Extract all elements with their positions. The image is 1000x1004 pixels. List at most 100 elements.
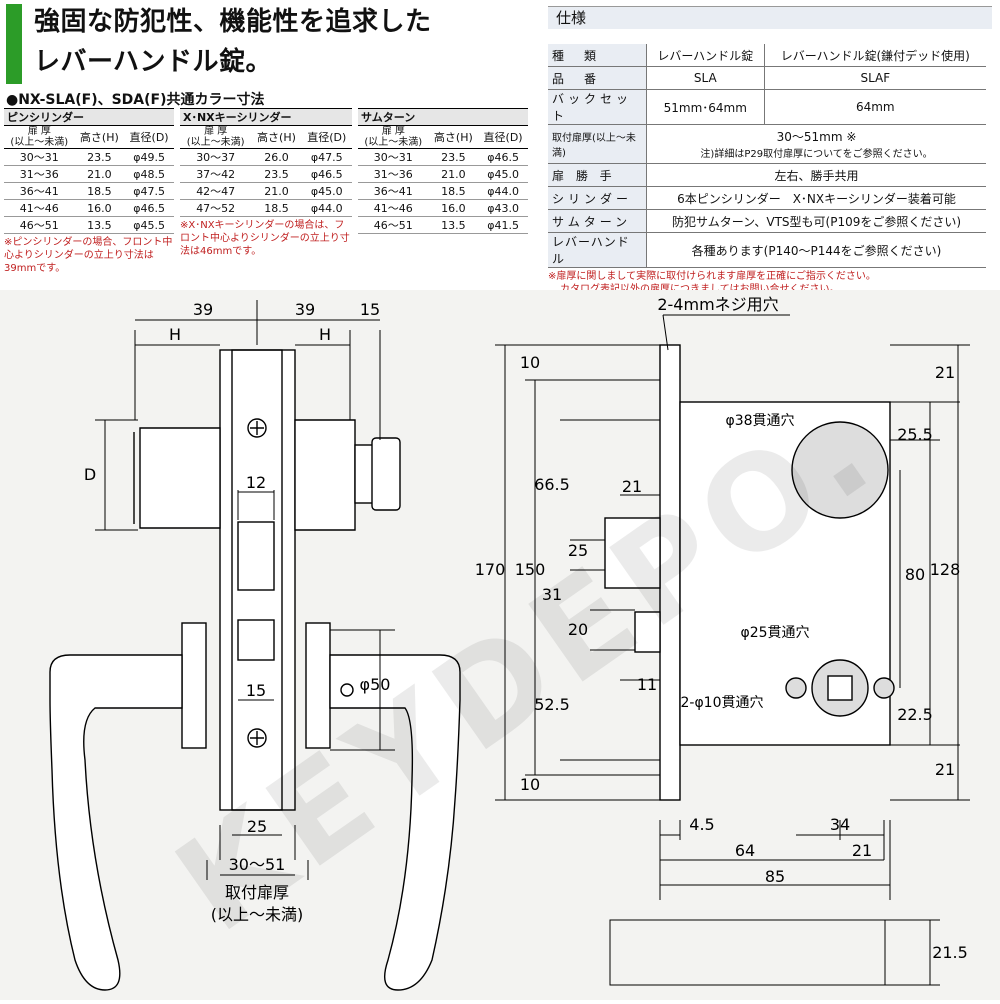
v-dim-170: 170 <box>475 560 506 579</box>
deadbolt-side <box>604 517 661 589</box>
cell: φ44.0 <box>478 182 528 200</box>
h-dim-21b: 21 <box>852 841 872 860</box>
cell: 13.5 <box>74 216 125 234</box>
dim-H-left: H <box>169 325 181 344</box>
v-dim-20: 20 <box>568 620 588 639</box>
cell: 18.5 <box>251 199 302 217</box>
col-diameter: 直径(D) <box>124 125 174 149</box>
dim-15-top: 15 <box>360 300 380 319</box>
header-accent-bar <box>6 4 22 84</box>
v-dim-25: 25 <box>568 541 588 560</box>
cell: 36～41 <box>358 182 429 200</box>
cell: φ48.5 <box>124 165 174 183</box>
pin-cylinder-note: ※ピンシリンダーの場合、フロント中心よりシリンダーの立上り寸法は39mmです。 <box>4 237 173 274</box>
title-line-1: 強固な防犯性、機能性を追求した <box>34 7 432 37</box>
cell: 26.0 <box>251 148 302 166</box>
spec-value: 51mm･64mm <box>646 89 765 125</box>
hole-10-label: 2-φ10貫通穴 <box>680 695 763 711</box>
cell: 21.0 <box>428 165 479 183</box>
cell: φ49.5 <box>124 148 174 166</box>
spec-row: 扉 勝 手左右、勝手共用 <box>548 163 986 187</box>
deadbolt <box>237 521 275 591</box>
cell: 16.0 <box>428 199 479 217</box>
spec-value: レバーハンドル錠 <box>646 44 765 67</box>
spec-value: SLA <box>646 66 765 90</box>
cell: φ47.5 <box>301 148 352 166</box>
spec-title: 仕様 <box>548 6 992 29</box>
col-height: 高さ(H) <box>428 125 479 149</box>
col-door-thickness: 扉 厚 (以上～未満) <box>180 125 252 149</box>
h-dim-21: 21 <box>622 477 642 496</box>
h-dim-34: 34 <box>830 815 850 834</box>
spec-value: 64mm <box>764 89 986 125</box>
v-dim-10-top: 10 <box>520 353 540 372</box>
cell: 30～31 <box>4 148 75 166</box>
r-dim-22-5: 22.5 <box>897 705 933 724</box>
lock-case <box>231 349 283 811</box>
cell: φ43.0 <box>478 199 528 217</box>
cell: φ44.0 <box>301 199 352 217</box>
spec-key: 扉 勝 手 <box>548 163 647 187</box>
cell: 46～51 <box>4 216 75 234</box>
dim-D: D <box>84 465 96 484</box>
spec-key: バックセット <box>548 89 647 125</box>
spec-key: 取付扉厚(以上～未満) <box>548 124 647 164</box>
r-dim-128: 128 <box>930 560 961 579</box>
h-dim-85: 85 <box>765 867 785 886</box>
cell: 41～46 <box>4 199 75 217</box>
cylinder-body <box>139 427 221 529</box>
col-diameter: 直径(D) <box>478 125 528 149</box>
thumbturn-caption: サムターン <box>358 108 528 126</box>
spec-value: SLAF <box>764 66 986 90</box>
cell: φ45.0 <box>478 165 528 183</box>
screw-icon <box>247 418 267 438</box>
xnx-cylinder-note: ※X･NXキーシリンダーの場合は、フロント中心よりシリンダーの立上り寸法は46m… <box>180 220 350 257</box>
latch-side <box>634 611 661 653</box>
spec-value: 左右、勝手共用 <box>646 163 986 187</box>
spec-row: 取付扉厚(以上～未満)30～51mm ※注)詳細はP29取付扉厚についてをご参照… <box>548 124 986 164</box>
cell: φ45.0 <box>301 182 352 200</box>
spec-value: 防犯サムターン、VTS型も可(P109をご参照ください) <box>646 209 986 233</box>
drawing-svg: 39 39 15 H H D 12 15 25 φ50 30～51 取付扉厚 (… <box>49 295 970 991</box>
screw-icon <box>247 728 267 748</box>
door-label-1: 取付扉厚 <box>225 883 289 902</box>
cylinder-hole-38 <box>791 421 889 519</box>
spec-row: レバーハンドル各種あります(P140～P144をご参照ください) <box>548 232 986 268</box>
spec-value: 各種あります(P140～P144をご参照ください) <box>646 232 986 268</box>
xnx-cylinder-table: X･NXキーシリンダー 扉 厚 (以上～未満) 高さ(H) 直径(D) 30～3… <box>180 108 352 217</box>
h-dim-11: 11 <box>637 675 657 694</box>
dim-door-range: 30～51 <box>229 855 286 874</box>
spec-key: レバーハンドル <box>548 232 647 268</box>
cell: 31～36 <box>4 165 75 183</box>
cell: 37～42 <box>180 165 252 183</box>
door-label-2: (以上～未満) <box>211 905 304 924</box>
v-dim-31: 31 <box>542 585 562 604</box>
col-diameter: 直径(D) <box>301 125 352 149</box>
cell: φ45.5 <box>124 216 174 234</box>
cell: 13.5 <box>428 216 479 234</box>
v-dim-150: 150 <box>515 560 546 579</box>
dim-15-mid: 15 <box>246 681 266 700</box>
cell: 18.5 <box>74 182 125 200</box>
cell: 23.5 <box>428 148 479 166</box>
cell: 18.5 <box>428 182 479 200</box>
h-dim-4-5: 4.5 <box>689 815 714 834</box>
screw-hole-label: 2-4mmネジ用穴 <box>657 295 778 314</box>
r-dim-21-top: 21 <box>935 363 955 382</box>
cell: φ46.5 <box>124 199 174 217</box>
thumbturn-grip <box>371 437 401 511</box>
thumbturn-body <box>294 419 356 531</box>
